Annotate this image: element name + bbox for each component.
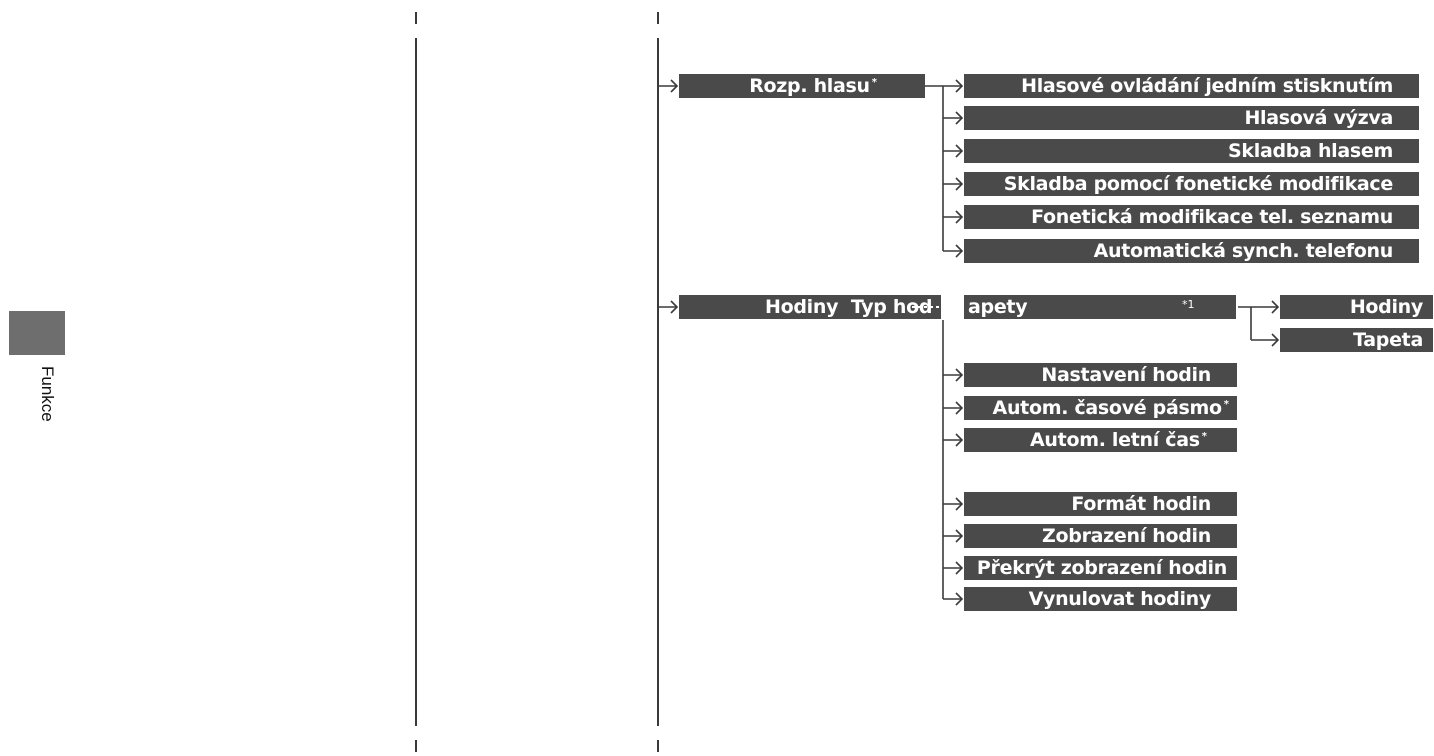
clock-option-node: Překrýt zobrazení hodin: [964, 556, 1237, 580]
voice-option-label: Automatická synch. telefonu: [1093, 240, 1394, 262]
voice-option-node: Skladba pomocí fonetické modifikace: [964, 172, 1419, 196]
dotted-arrow-icon: [912, 301, 962, 313]
page-rule-right-bottom: [657, 740, 659, 752]
main-trunk-line: [657, 38, 659, 726]
clock-option-node: Zobrazení hodin: [964, 524, 1237, 548]
footnote-mark: *: [871, 76, 877, 88]
voice-option-label: Fonetická modifikace tel. seznamu: [1031, 206, 1393, 228]
voice-branch-arrows: [943, 79, 964, 258]
clock-option-label: Autom. letní čas: [1030, 429, 1200, 451]
clock-option-node: Vynulovat hodiny: [964, 587, 1237, 611]
clock-type-node: apety *1: [964, 295, 1236, 319]
voice-option-node: Skladba hlasem: [964, 139, 1419, 163]
clock-option-label: Překrýt zobrazení hodin: [976, 557, 1227, 579]
page-rule-right-top: [657, 12, 659, 24]
clock-type-label-suffix: apety: [968, 296, 1028, 318]
voice-option-label: Hlasová výzva: [1244, 107, 1393, 129]
voice-option-label: Skladba pomocí fonetické modifikace: [1003, 173, 1394, 195]
page-rule-left-bottom: [415, 740, 417, 752]
clock-option-node: Autom. letní čas*: [964, 428, 1237, 452]
clock-option-label: Autom. časové pásmo: [992, 397, 1223, 419]
clock-option-node: Formát hodin: [964, 492, 1237, 516]
voice-option-node: Automatická synch. telefonu: [964, 239, 1419, 263]
clock-option-label: Formát hodin: [1071, 493, 1211, 515]
voice-recognition-node: Rozp. hlasu*: [679, 74, 925, 98]
voice-option-node: Hlasové ovládání jedním stisknutím: [964, 74, 1419, 98]
clock-option-label: Nastavení hodin: [1041, 364, 1211, 386]
page-rule-left: [415, 38, 417, 726]
clock-option-label: Zobrazení hodin: [1042, 525, 1211, 547]
clock-node: Hodiny Typ hod: [679, 295, 941, 319]
footnote-mark: *: [1223, 398, 1229, 410]
clock-type-option-label: Tapeta: [1353, 329, 1423, 351]
voice-option-label: Skladba hlasem: [1228, 140, 1393, 162]
footnote-mark: *: [1201, 430, 1207, 442]
voice-option-node: Hlasová výzva: [964, 106, 1419, 130]
clock-label: Hodiny: [765, 296, 839, 318]
voice-recognition-label: Rozp. hlasu: [749, 75, 870, 97]
clock-type-option-node: Hodiny: [1280, 295, 1433, 319]
clock-type-option-node: Tapeta: [1280, 328, 1433, 352]
clock-option-label: Vynulovat hodiny: [1028, 588, 1212, 610]
voice-option-label: Hlasové ovládání jedním stisknutím: [1021, 75, 1393, 97]
clock-type-option-label: Hodiny: [1349, 296, 1423, 318]
clock-option-node: Autom. časové pásmo*: [964, 396, 1237, 420]
page-rule-left-top: [415, 12, 417, 24]
footnote-mark: *1: [1182, 298, 1195, 311]
chapter-tab: [9, 311, 65, 355]
chapter-tab-label: Funkce: [38, 366, 57, 422]
clock-option-node: Nastavení hodin: [964, 363, 1237, 387]
clock-type-overlap-label: Typ hod: [850, 296, 933, 318]
voice-option-node: Fonetická modifikace tel. seznamu: [964, 205, 1419, 229]
